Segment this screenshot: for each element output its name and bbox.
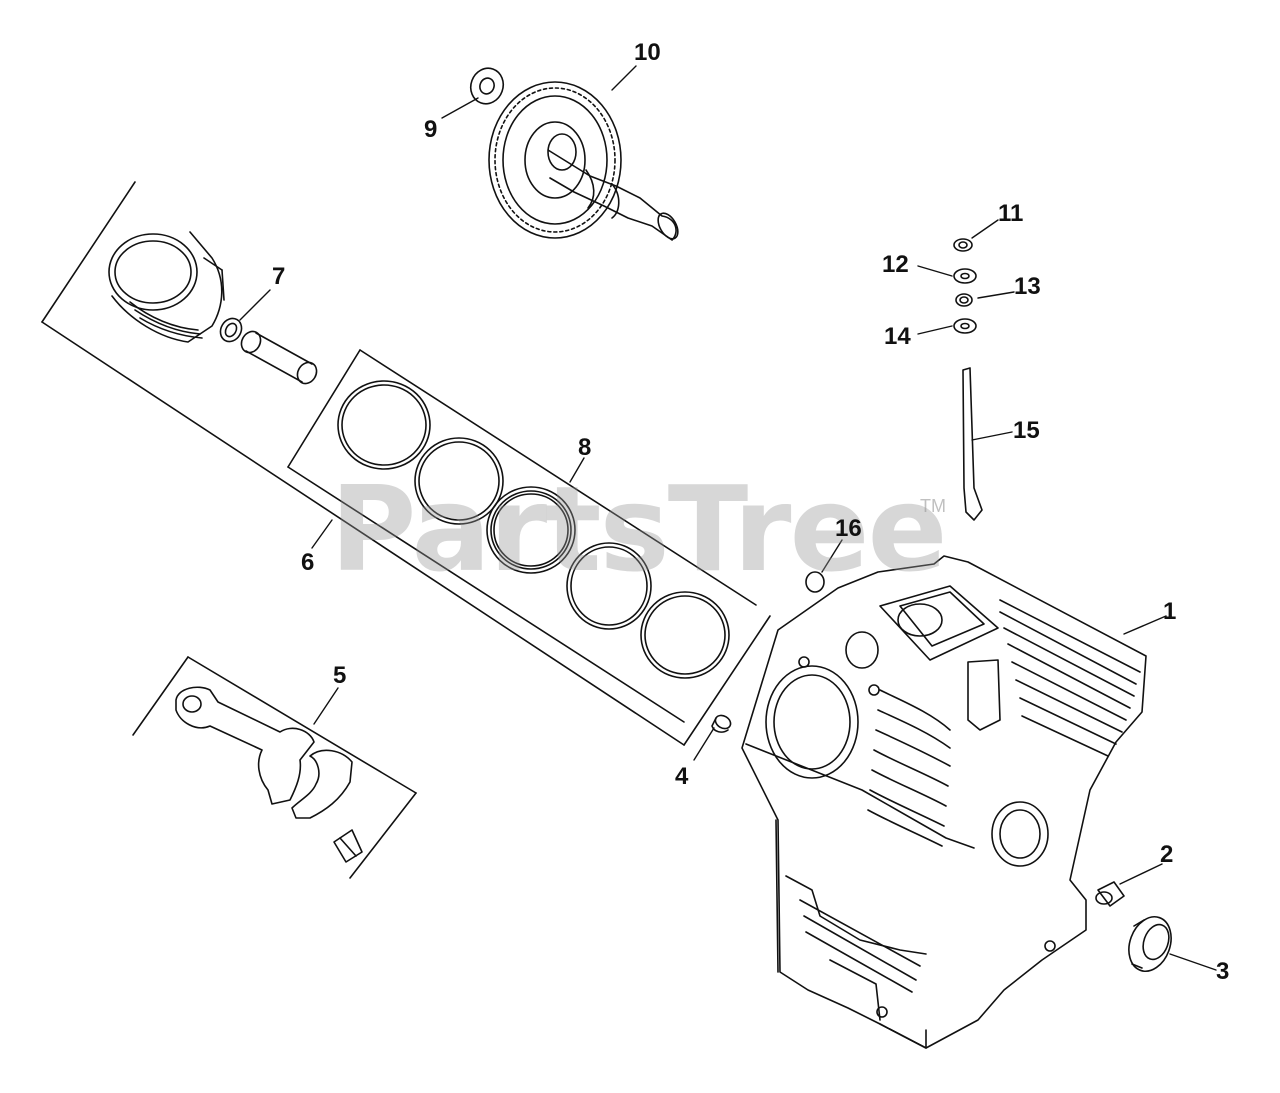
camshaft-gear	[488, 81, 622, 239]
connecting-rod-box	[132, 656, 417, 879]
callout-8: 8	[578, 434, 592, 461]
callout-2: 2	[1160, 841, 1174, 868]
connecting-rod	[175, 686, 363, 863]
camshaft	[547, 149, 679, 241]
callout-10: 10	[634, 39, 661, 66]
callout-7: 7	[272, 263, 286, 290]
callout-15: 15	[1013, 417, 1040, 444]
piston-pin-clip	[219, 317, 243, 343]
piston	[108, 231, 225, 343]
piston-rings	[337, 380, 730, 679]
callout-6: 6	[301, 549, 315, 576]
plug	[805, 571, 825, 593]
callout-14: 14	[884, 323, 911, 350]
dipstick-hardware	[953, 238, 977, 334]
oil-drain-plug	[1095, 881, 1125, 907]
watermark: PartsTree	[330, 460, 948, 598]
leader-lines	[239, 65, 1217, 971]
piston-ring-box	[287, 349, 757, 723]
piston-pin	[240, 330, 318, 385]
callout-13: 13	[1014, 273, 1041, 300]
callout-5: 5	[333, 662, 347, 689]
callout-16: 16	[835, 515, 862, 542]
callout-9: 9	[424, 116, 438, 143]
piston-assembly-box	[41, 181, 771, 746]
callout-4: 4	[675, 763, 689, 790]
camshaft-washer	[469, 67, 505, 105]
callout-3: 3	[1216, 958, 1230, 985]
callout-1: 1	[1163, 598, 1177, 625]
dipstick-tube	[962, 367, 983, 521]
callout-12: 12	[882, 251, 909, 278]
watermark-trademark: TM	[920, 496, 946, 516]
dowel-pin	[711, 714, 732, 733]
oil-seal	[1128, 916, 1172, 972]
crankcase	[741, 555, 1147, 1049]
callout-11: 11	[998, 200, 1024, 227]
